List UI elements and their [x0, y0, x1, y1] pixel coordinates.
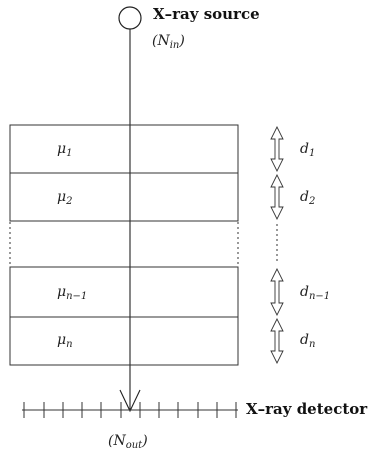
thickness-arrow-n-minus-1-icon — [270, 267, 284, 317]
layer-n-minus-1-mu: μn−1 — [57, 284, 87, 302]
layer-n-minus-1-thickness: dn−1 — [300, 284, 330, 302]
xray-source-icon — [118, 6, 142, 30]
thickness-arrow-2-icon — [270, 173, 284, 221]
layer-n-minus-1: μn−1 — [9, 266, 239, 318]
layer-n-mu: μn — [57, 332, 73, 350]
thickness-arrow-1-icon — [270, 125, 284, 173]
layer-2: μ2 — [9, 172, 239, 222]
xray-detector-icon — [22, 402, 238, 418]
detector-count-label: (Nout) — [108, 433, 148, 451]
layer-1-thickness: d1 — [300, 141, 315, 159]
beam-arrowhead-icon — [119, 389, 141, 413]
source-count-label: (Nin) — [152, 33, 185, 51]
layer-n: μn — [9, 316, 239, 366]
xray-source-label: X–ray source — [153, 5, 260, 23]
thickness-arrow-n-icon — [270, 317, 284, 365]
xray-detector-label: X–ray detector — [246, 400, 368, 418]
layer-n-thickness: dn — [300, 332, 315, 350]
layer-1-mu: μ1 — [57, 141, 72, 159]
layer-2-mu: μ2 — [57, 189, 72, 207]
layer-1: μ1 — [9, 124, 239, 174]
layer-2-thickness: d2 — [300, 189, 315, 207]
